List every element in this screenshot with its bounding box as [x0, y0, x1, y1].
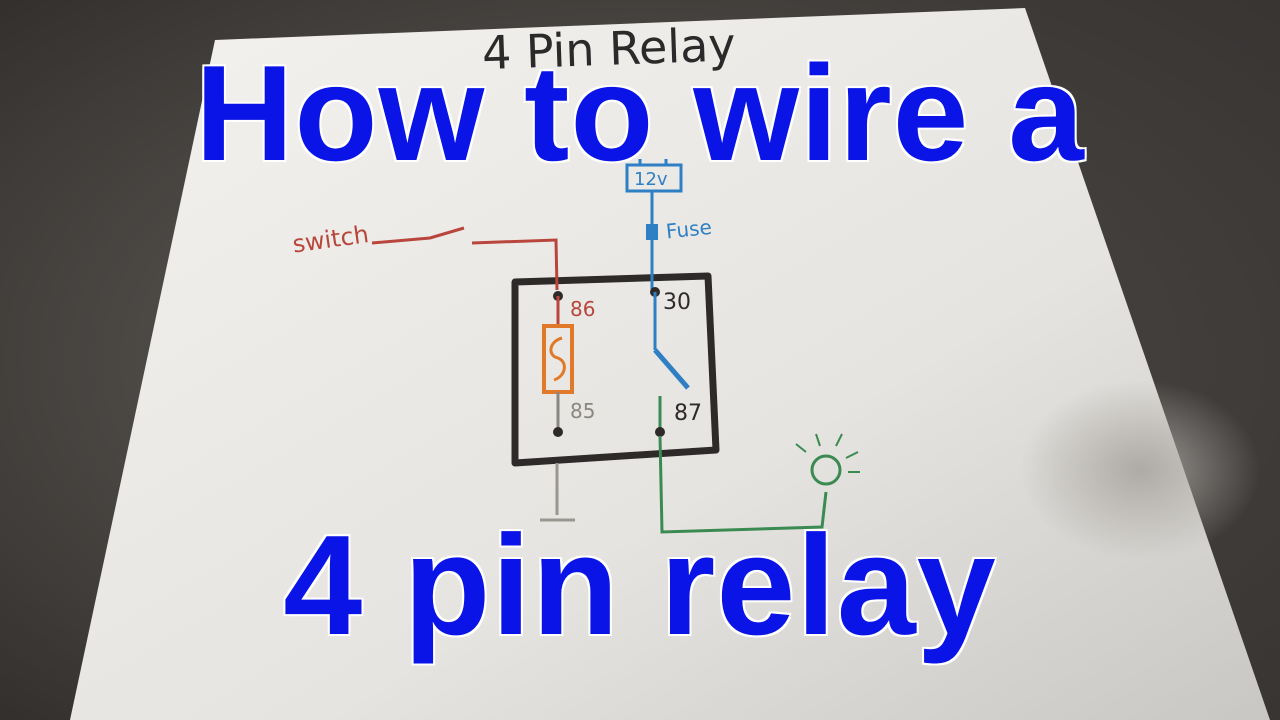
paper-title: 4 Pin Relay [481, 17, 736, 80]
pin-85-dot [553, 427, 563, 437]
pin-86-label: 86 [570, 297, 595, 321]
coil-squiggle [549, 336, 566, 382]
relay-box [511, 272, 720, 467]
pin-87-dot [655, 427, 665, 437]
fuse-label: Fuse [665, 215, 713, 244]
contact-arm [653, 348, 690, 390]
pin-30-label: 30 [663, 290, 691, 315]
switch-wire [371, 226, 559, 291]
light-rays [795, 433, 860, 473]
battery-label: 12v [634, 169, 668, 190]
battery-box [625, 163, 683, 193]
fuse-symbol [646, 224, 658, 240]
light-bulb [810, 454, 842, 486]
output-wire [658, 435, 828, 534]
pin-87-label: 87 [674, 401, 702, 426]
pin-85-label: 85 [570, 399, 595, 423]
hand-shadow [1020, 380, 1260, 560]
title-line-2: 4 pin relay [282, 506, 997, 665]
title-line-1: How to wire a [194, 37, 1086, 190]
